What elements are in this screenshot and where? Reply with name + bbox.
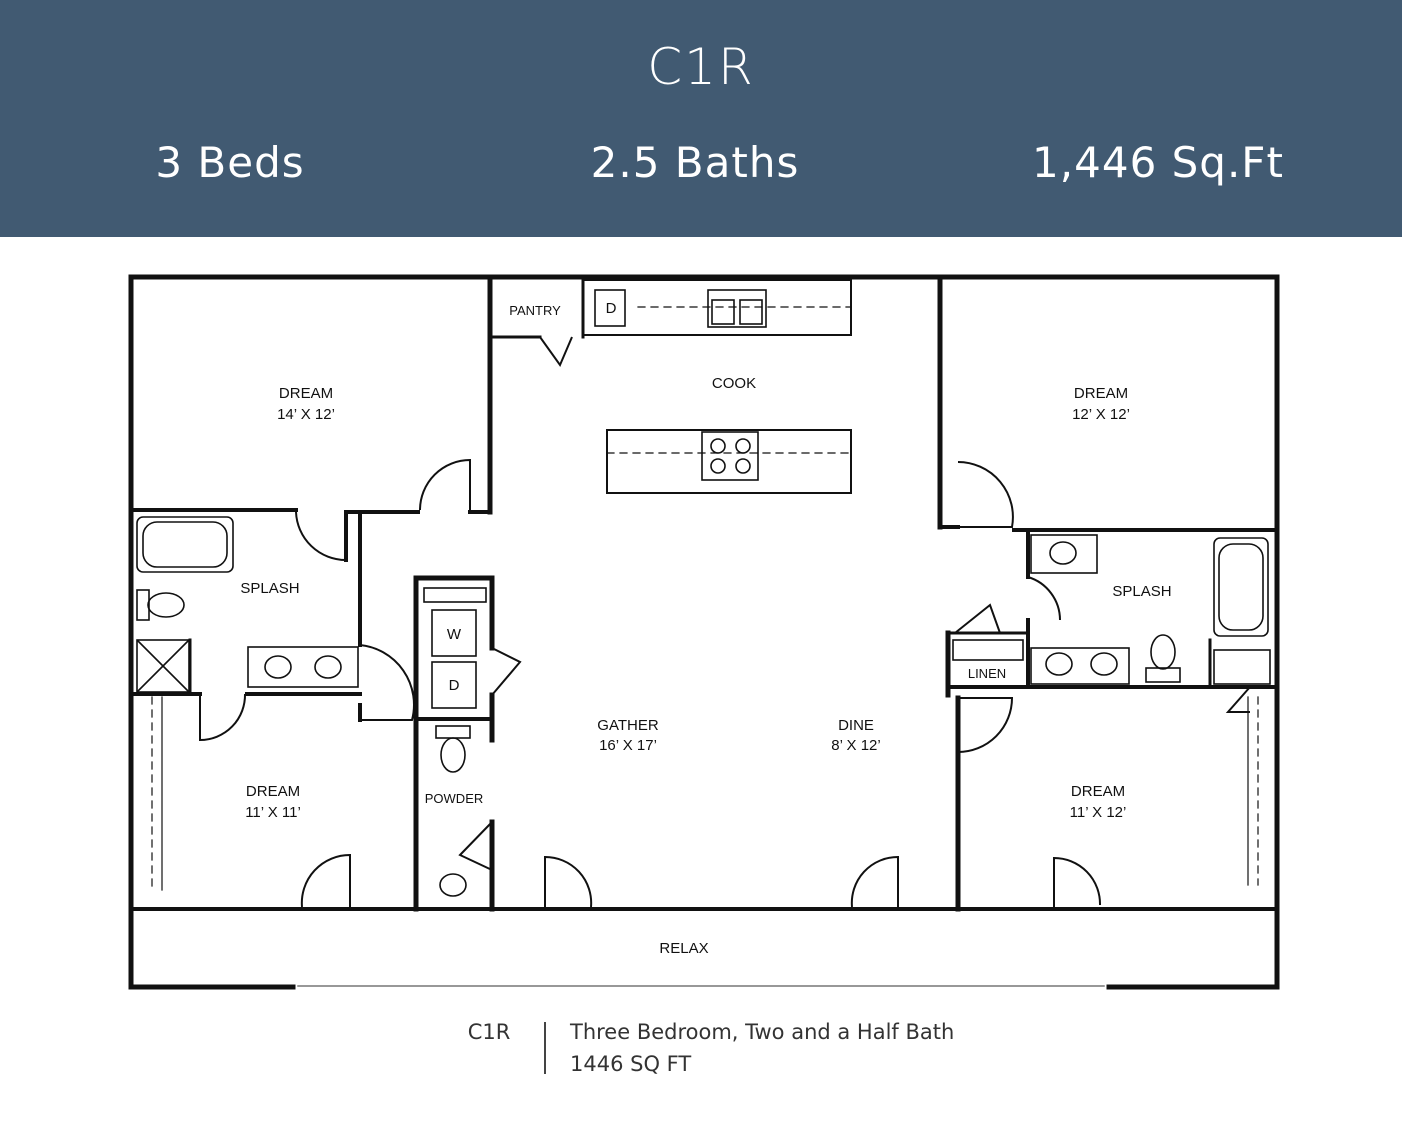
baths-count: 2.5 Baths — [590, 138, 800, 187]
room-splash-w-name: SPLASH — [240, 580, 299, 597]
room-dream-sw-name: DREAM — [246, 783, 300, 800]
linen-shelf — [952, 639, 1024, 661]
room-dream-se-name: DREAM — [1071, 783, 1125, 800]
footer-sqft: 1446 SQ FT — [570, 1052, 692, 1076]
dryer-label: D — [449, 677, 460, 694]
dishwasher-label: D — [606, 300, 617, 317]
washer — [431, 609, 477, 657]
square-footage: 1,446 Sq.Ft — [1032, 138, 1284, 187]
header-banner: C1R 3 Beds 2.5 Baths 1,446 Sq.Ft — [0, 0, 1402, 237]
room-splash-e-name: SPLASH — [1112, 583, 1171, 600]
room-dream-ne-name: DREAM — [1074, 385, 1128, 402]
footer-description: Three Bedroom, Two and a Half Bath — [570, 1020, 955, 1044]
room-dream-ne-size: 12’ X 12’ — [1072, 406, 1130, 423]
vanity-west — [247, 646, 359, 688]
bathtub-east — [1213, 537, 1269, 637]
room-cook-name: COOK — [712, 375, 756, 392]
room-gather-name: GATHER — [597, 717, 659, 734]
toilet-powder — [440, 737, 466, 773]
room-dine-name: DINE — [838, 717, 874, 734]
footer-divider — [544, 1022, 546, 1074]
room-dream-nw-size: 14’ X 12’ — [277, 406, 335, 423]
fixtures — [136, 289, 1271, 897]
kitchen-island — [606, 429, 852, 494]
footer-plan-code: C1R — [467, 1020, 511, 1044]
walls — [128, 274, 1280, 990]
toilet-west — [147, 592, 185, 618]
room-linen-name: LINEN — [968, 666, 1006, 681]
dryer — [431, 661, 477, 709]
cooktop — [701, 431, 759, 481]
vanity-east-top — [1030, 534, 1098, 574]
plan-title: C1R — [647, 38, 755, 96]
dishwasher — [594, 289, 626, 327]
vanity-east — [1030, 647, 1130, 685]
room-labels: DREAM 14’ X 12’ DREAM 12’ X 12’ DREAM 11… — [240, 300, 1171, 957]
room-dream-se-size: 11’ X 12’ — [1070, 804, 1127, 821]
kitchen-sink — [707, 289, 767, 328]
shower — [136, 639, 190, 693]
room-relax-name: RELAX — [659, 940, 708, 957]
room-dine-size: 8’ X 12’ — [831, 737, 880, 754]
beds-count: 3 Beds — [155, 138, 305, 187]
room-dream-sw-size: 11’ X 11’ — [245, 804, 301, 821]
outer-wall — [128, 274, 1280, 990]
room-powder-name: POWDER — [425, 791, 484, 806]
sink-powder — [439, 873, 467, 897]
room-pantry-name: PANTRY — [509, 303, 561, 318]
washer-label: W — [447, 626, 462, 643]
room-dream-nw-name: DREAM — [279, 385, 333, 402]
bathtub-west — [136, 516, 234, 573]
door-swings — [199, 336, 1251, 909]
room-gather-size: 16’ X 17’ — [599, 737, 657, 754]
toilet-east — [1150, 634, 1176, 670]
